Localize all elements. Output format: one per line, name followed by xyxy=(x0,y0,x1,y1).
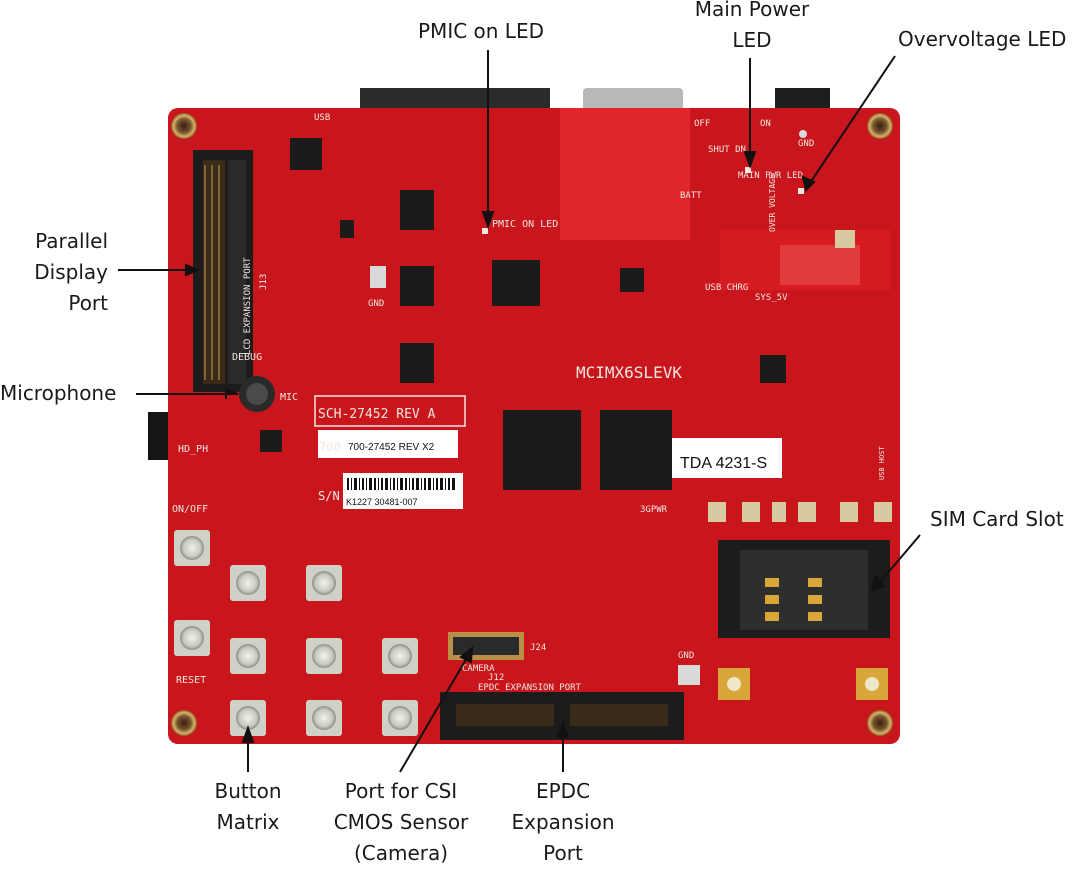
schematic-box xyxy=(314,395,466,427)
callout-microphone: Microphone xyxy=(0,381,117,405)
processor-chip xyxy=(503,410,581,490)
memory-chip xyxy=(600,410,672,490)
sys-5v-silk: SYS_5V xyxy=(755,293,788,303)
debug-silk: DEBUG xyxy=(232,352,262,363)
mounting-hole xyxy=(171,113,197,139)
pmic-led-component xyxy=(482,228,488,234)
callout-main-power-led: Main Power LED xyxy=(694,0,810,52)
leader-lines xyxy=(118,50,921,773)
schematic-text: SCH-27452 REV A xyxy=(318,407,436,422)
power-region xyxy=(560,108,690,240)
on-silk: ON xyxy=(760,119,771,129)
callout-epdc-expansion-port: EPDC Expansion Port xyxy=(511,779,615,865)
on-off-silk: ON/OFF xyxy=(172,504,208,515)
tda-label: TDA 4231-S xyxy=(680,455,767,472)
overvoltage-led-component xyxy=(798,188,804,194)
headphone-jack xyxy=(148,412,170,460)
callout-parallel-display-port: Parallel Display Port xyxy=(34,229,108,315)
gnd-silk-2: GND xyxy=(678,651,694,661)
ic-chip xyxy=(400,343,434,383)
mounting-hole xyxy=(867,113,893,139)
gnd-silk: GND xyxy=(798,139,814,149)
serial-number: K1227 30481-007 xyxy=(346,497,418,507)
lcd-port-silk: LCD EXPANSION PORT xyxy=(243,257,253,355)
pmic-chip xyxy=(492,260,540,306)
mounting-hole xyxy=(171,710,197,736)
serial-prefix: S/N xyxy=(318,489,340,503)
main-power-led-component xyxy=(745,167,751,173)
batt-silk: BATT xyxy=(680,191,702,201)
over-voltage-silk: OVER VOLTAGE xyxy=(768,174,777,232)
main-pwr-silk: MAIN PWR LED xyxy=(738,171,803,181)
usb-host-silk: USB HOST xyxy=(878,445,886,480)
hd-ph-silk: HD_PH xyxy=(178,444,208,455)
j24-silk: J24 xyxy=(530,643,546,653)
callout-overvoltage-led: Overvoltage LED xyxy=(898,27,1067,51)
usb-silk: USB xyxy=(314,113,330,123)
reset-silk: RESET xyxy=(176,675,206,686)
camera-silk: CAMERA xyxy=(462,664,495,674)
mic-silk: MIC xyxy=(280,392,298,403)
shut-dn-silk: SHUT DN xyxy=(708,145,746,155)
j12-silk: J12 xyxy=(488,673,504,683)
callout-button-matrix: Button Matrix xyxy=(214,779,282,834)
button-matrix-group xyxy=(174,530,418,736)
off-silk: OFF xyxy=(694,119,710,129)
callout-sim-card-slot: SIM Card Slot xyxy=(930,507,1064,531)
pmic-silk: PMIC ON LED xyxy=(492,219,558,230)
label-700-prefix: 700 xyxy=(319,440,341,454)
epdc-port-silk: EPDC EXPANSION PORT xyxy=(478,683,582,693)
ic-chip xyxy=(400,190,434,230)
callout-csi-camera-port: Port for CSI CMOS Sensor (Camera) xyxy=(333,779,469,865)
mounting-hole xyxy=(867,710,893,736)
callout-pmic-on-led: PMIC on LED xyxy=(418,19,544,43)
ic-chip xyxy=(290,138,322,170)
label-700-sticker xyxy=(318,430,458,458)
label-700-text: 700-27452 REV X2 xyxy=(348,442,435,453)
ic-chip xyxy=(400,266,434,306)
gnd-silk-3: GND xyxy=(368,299,384,309)
board-part-number: MCIMX6SLEVK xyxy=(576,363,682,382)
j13-silk: J13 xyxy=(259,274,269,290)
tda-sticker xyxy=(672,438,782,478)
usb-chrg-silk: USB CHRG xyxy=(705,283,748,293)
3gpwr-silk: 3GPWR xyxy=(640,505,668,515)
